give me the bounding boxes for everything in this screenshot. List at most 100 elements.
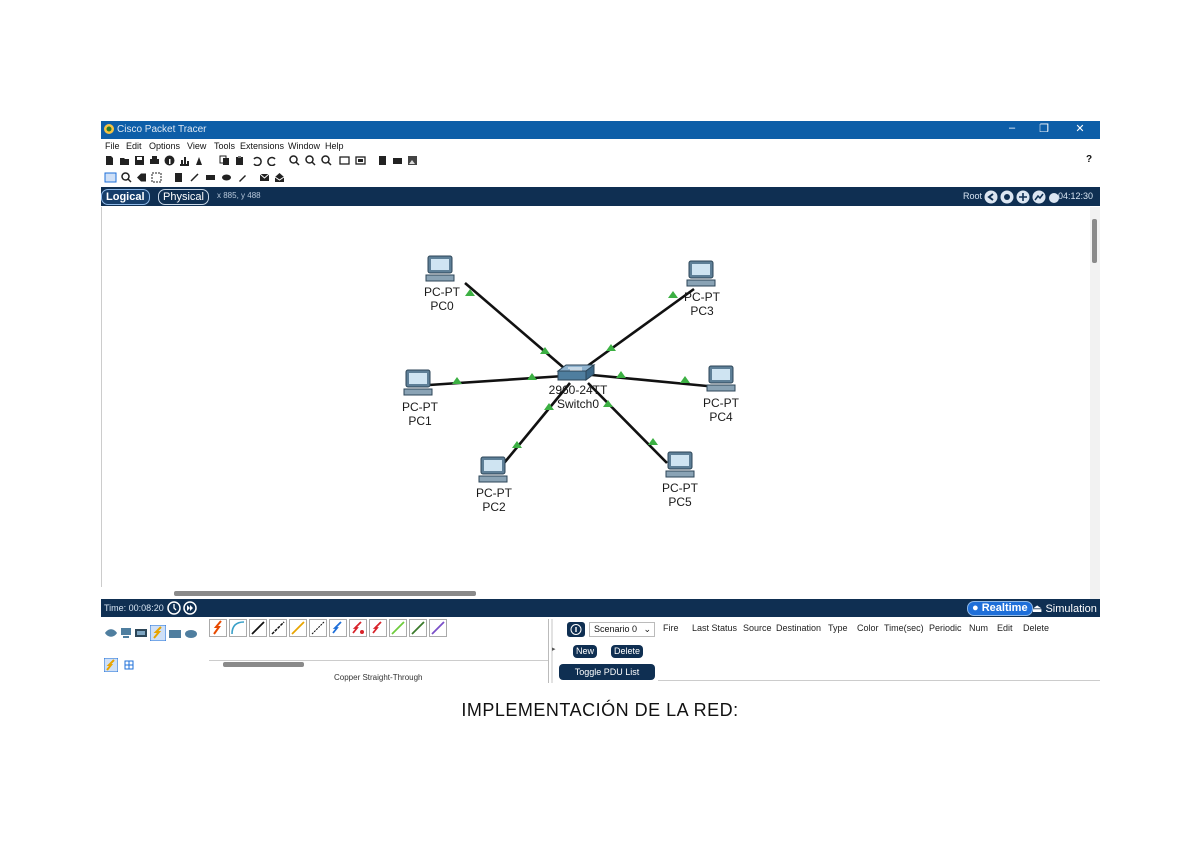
menu-edit[interactable]: Edit (126, 141, 142, 151)
usb-connection-icon[interactable] (429, 619, 447, 637)
scenario-info-icon[interactable] (567, 622, 585, 637)
copper-cross-over-icon[interactable] (269, 619, 287, 637)
inspect-icon[interactable] (121, 172, 132, 183)
vertical-scroll-thumb[interactable] (1092, 219, 1097, 263)
delete-scenario-button[interactable]: Delete (611, 645, 643, 658)
print-icon[interactable] (149, 155, 160, 166)
menu-file[interactable]: File (105, 141, 120, 151)
info-icon[interactable] (164, 155, 175, 166)
drawing-palette-icon[interactable] (339, 155, 350, 166)
link-pc1-switch0[interactable] (428, 374, 565, 387)
open-folder-icon[interactable] (119, 155, 130, 166)
link-pc3-switch0[interactable] (585, 287, 695, 369)
move-object-icon[interactable] (1016, 190, 1030, 204)
image-icon[interactable] (407, 155, 418, 166)
new-cluster-icon[interactable] (1000, 190, 1014, 204)
menu-window[interactable]: Window (288, 141, 321, 151)
vertical-scrollbar[interactable] (1090, 207, 1100, 600)
logical-workspace[interactable]: PC-PT PC0 PC-PT PC1 PC-PT PC2 PC-PT PC3 … (101, 207, 1091, 600)
select-icon[interactable] (104, 172, 117, 183)
window-title: Cisco Packet Tracer (117, 124, 207, 135)
horizontal-scroll-thumb[interactable] (174, 591, 476, 596)
serial-dte-icon[interactable] (369, 619, 387, 637)
octal-connection-icon[interactable] (389, 619, 407, 637)
set-tiled-background-icon[interactable] (1032, 190, 1046, 204)
coaxial-connection-icon[interactable] (329, 619, 347, 637)
save-icon[interactable] (134, 155, 145, 166)
simulation-toggle[interactable]: ⏏ Simulation (1032, 603, 1097, 615)
toggle-pdu-list-button[interactable]: Toggle PDU List Window (559, 664, 655, 693)
link-pc2-switch0[interactable] (498, 382, 572, 469)
menu-extensions[interactable]: Extensions (240, 141, 285, 151)
panel-resize-handle[interactable] (551, 619, 553, 683)
viewport-clock-icon[interactable] (1048, 190, 1060, 204)
end-devices-icon[interactable] (120, 627, 132, 639)
network-devices-icon[interactable] (104, 627, 118, 639)
connection-list-scroll-thumb[interactable] (223, 662, 304, 667)
undo-icon[interactable] (251, 155, 262, 166)
fast-forward-icon[interactable] (183, 601, 197, 615)
redo-icon[interactable] (267, 155, 278, 166)
minimize-button[interactable]: – (1008, 122, 1016, 134)
ip-phone-icon[interactable] (392, 155, 403, 166)
pc1-icon[interactable] (403, 369, 433, 396)
console-connection-icon[interactable] (229, 619, 247, 637)
zoom-in-icon[interactable] (289, 155, 300, 166)
help-button[interactable]: ? (1086, 154, 1093, 165)
back-icon[interactable] (984, 190, 998, 204)
new-file-icon[interactable] (104, 155, 115, 166)
new-scenario-button[interactable]: New (573, 645, 597, 658)
connections-icon[interactable] (150, 625, 166, 641)
scenario-select[interactable]: Scenario 0 ⌄ (589, 622, 655, 637)
pc0-icon[interactable] (425, 255, 455, 282)
serial-dce-icon[interactable] (349, 619, 367, 637)
grid-view-icon[interactable] (124, 660, 134, 670)
zoom-reset-icon[interactable] (305, 155, 316, 166)
resize-icon[interactable] (151, 172, 162, 183)
link-pc5-switch0[interactable] (587, 382, 668, 464)
phone-connection-icon[interactable] (309, 619, 327, 637)
multiuser-icon[interactable] (184, 628, 198, 639)
network-info-icon[interactable] (179, 155, 190, 166)
add-complex-pdu-icon[interactable] (274, 172, 285, 183)
miscellaneous-icon[interactable] (168, 628, 182, 639)
draw-line-icon[interactable] (189, 172, 200, 183)
close-button[interactable]: ✕ (1075, 123, 1085, 135)
pc2-icon[interactable] (478, 456, 508, 483)
power-cycle-icon[interactable] (167, 601, 181, 615)
horizontal-scrollbar[interactable] (101, 587, 1090, 600)
switch0-icon[interactable] (556, 364, 596, 381)
activity-wizard-icon[interactable] (194, 155, 205, 166)
maximize-button[interactable]: ❐ (1039, 123, 1049, 135)
pc4-icon[interactable] (706, 365, 736, 392)
menu-view[interactable]: View (187, 141, 207, 151)
menu-tools[interactable]: Tools (214, 141, 236, 151)
draw-ellipse-icon[interactable] (221, 172, 232, 183)
freeform-icon[interactable] (237, 172, 248, 183)
iot-custom-cable-icon[interactable] (409, 619, 427, 637)
delete-icon[interactable] (136, 172, 147, 183)
pc5-icon[interactable] (665, 451, 695, 478)
tab-physical[interactable]: Physical (158, 189, 209, 205)
copper-straight-through-icon[interactable] (249, 619, 267, 637)
copy-icon[interactable] (219, 155, 230, 166)
fiber-connection-icon[interactable] (289, 619, 307, 637)
menu-help[interactable]: Help (325, 141, 344, 151)
zoom-out-icon[interactable] (321, 155, 332, 166)
menu-options[interactable]: Options (149, 141, 181, 151)
tab-logical[interactable]: Logical (101, 189, 150, 205)
expand-arrow-icon[interactable]: ▸ (552, 646, 556, 653)
link-pc0-switch0[interactable] (464, 282, 565, 369)
link-pc4-switch0[interactable] (591, 373, 708, 388)
paste-icon[interactable] (234, 155, 245, 166)
pc3-icon[interactable] (686, 260, 716, 287)
note-icon[interactable] (173, 172, 184, 183)
add-simple-pdu-icon[interactable] (259, 172, 270, 183)
realtime-toggle[interactable]: ● Realtime (967, 601, 1033, 616)
draw-rectangle-icon[interactable] (205, 172, 216, 183)
custom-devices-icon[interactable] (355, 155, 366, 166)
components-icon[interactable] (134, 627, 148, 639)
connections-subcategory-icon[interactable] (104, 658, 118, 672)
automatic-connection-icon[interactable] (209, 619, 227, 637)
viewport-icon[interactable] (377, 155, 388, 166)
